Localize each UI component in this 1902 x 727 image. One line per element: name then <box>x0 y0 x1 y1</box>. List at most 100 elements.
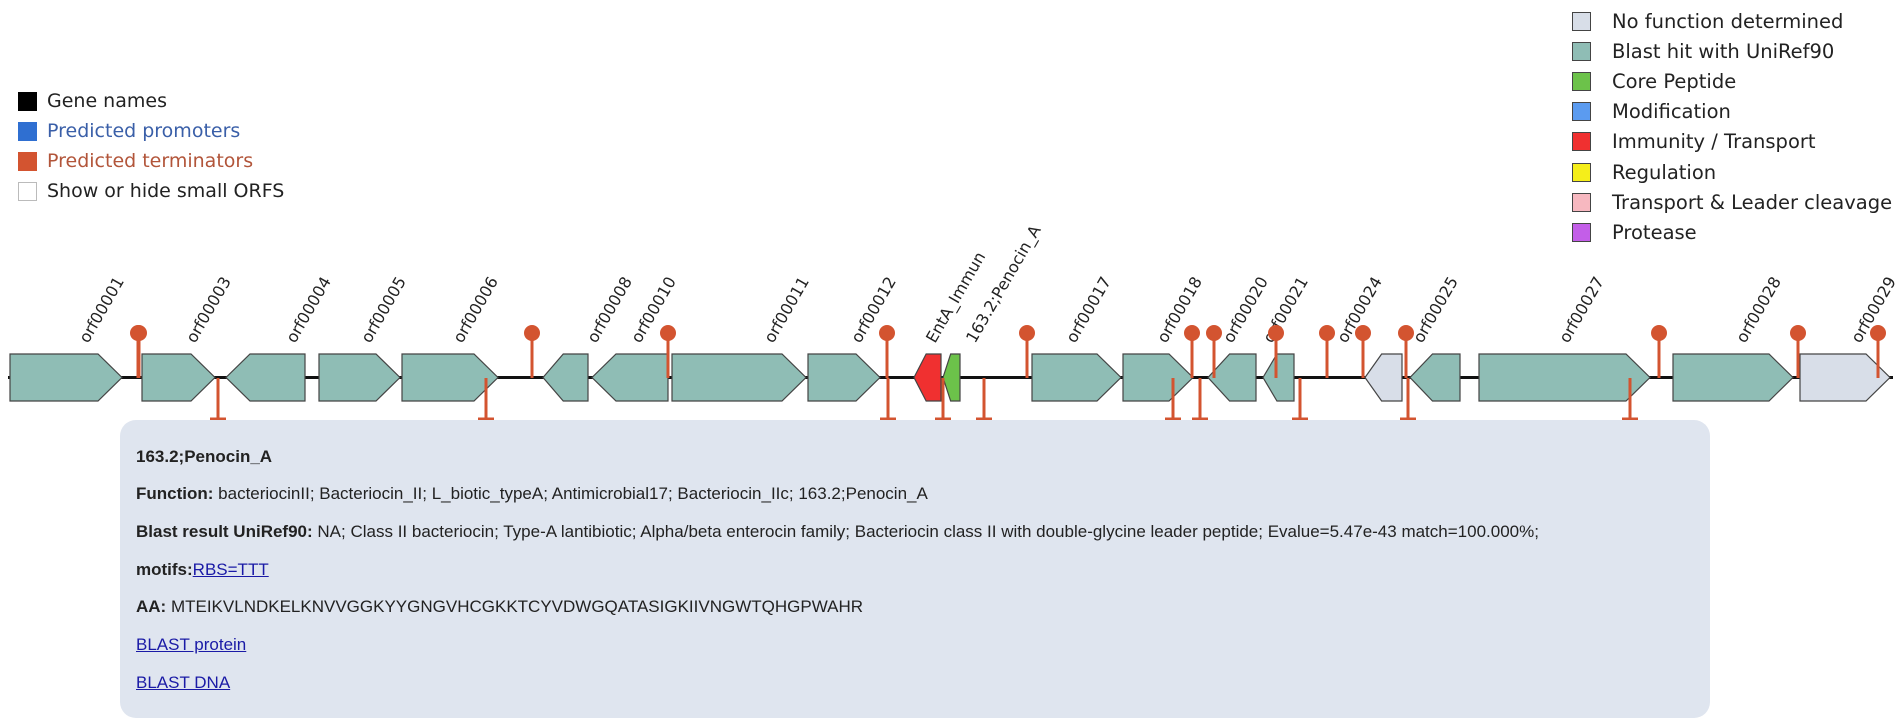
color-swatch <box>1572 71 1591 91</box>
gene-arrow[interactable] <box>942 353 961 402</box>
gene-name-label: orf00025 <box>1409 273 1462 346</box>
gene-name-label: orf00027 <box>1555 273 1608 346</box>
gene-arrow[interactable] <box>1478 353 1651 402</box>
legend-label: Show or hide small ORFS <box>47 180 285 202</box>
gene-arrow[interactable] <box>542 353 589 402</box>
terminator-head[interactable] <box>1184 325 1200 341</box>
legend-label: Regulation <box>1612 160 1717 184</box>
terminator-head[interactable] <box>1206 325 1222 341</box>
legend-label: Protease <box>1612 220 1697 244</box>
gene-arrow[interactable] <box>318 353 401 402</box>
gene-arrow[interactable] <box>1799 353 1891 402</box>
gene-arrow[interactable] <box>1207 353 1257 402</box>
legend-show-hide-small-orfs[interactable]: Show or hide small ORFS <box>18 176 284 206</box>
gene-arrow[interactable] <box>225 353 306 402</box>
legend-right-item: Modification <box>1572 97 1892 127</box>
legend-label: Predicted terminators <box>47 150 254 172</box>
color-swatch <box>1572 132 1591 152</box>
blast-label: Blast result UniRef90: <box>136 522 313 541</box>
legend-predicted-promoters[interactable]: Predicted promoters <box>18 116 284 146</box>
popup-function-row: Function: bacteriocinII; Bacteriocin_II;… <box>136 484 928 504</box>
gene-name-label: orf00006 <box>449 273 502 346</box>
aa-value: MTEIKVLNDKELKNVVGGKYYGNGVHCGKKTCYVDWGQAT… <box>170 597 864 616</box>
terminator-head[interactable] <box>1398 325 1414 341</box>
promoters-swatch <box>18 121 37 141</box>
gene-arrow[interactable] <box>807 353 881 402</box>
terminator-head[interactable] <box>1268 325 1284 341</box>
popup-aa-row: AA: MTEIKVLNDKELKNVVGGKYYGNGVHCGKKTCYVDW… <box>136 597 863 617</box>
legend-label: Immunity / Transport <box>1612 130 1816 154</box>
gene-arrow[interactable] <box>1031 353 1122 402</box>
legend-right-item: No function determined <box>1572 6 1892 36</box>
gene-arrow[interactable] <box>9 353 123 402</box>
gene-name-label: orf00028 <box>1732 273 1785 346</box>
legend-predicted-terminators[interactable]: Predicted terminators <box>18 146 284 176</box>
legend-label: Gene names <box>47 90 167 112</box>
gene-name-label: orf00003 <box>182 273 235 346</box>
color-swatch <box>1572 192 1591 212</box>
gene-name-label: orf00017 <box>1062 273 1115 346</box>
gene-arrow[interactable] <box>1364 353 1403 402</box>
legend-right-item: Blast hit with UniRef90 <box>1572 36 1892 66</box>
terminator-head[interactable] <box>1319 325 1335 341</box>
gene-arrow[interactable] <box>1672 353 1794 402</box>
legend-right-item: Protease <box>1572 217 1892 247</box>
color-swatch <box>1572 11 1591 31</box>
legend-right-item: Core Peptide <box>1572 66 1892 96</box>
legend-label: Core Peptide <box>1612 69 1737 93</box>
gene-name-label: orf00001 <box>75 273 128 346</box>
gene-arrow[interactable] <box>1122 353 1194 402</box>
gene-arrow[interactable] <box>1262 353 1295 402</box>
legend-label: Blast hit with UniRef90 <box>1612 39 1835 63</box>
legend-label: Transport & Leader cleavage <box>1612 190 1893 214</box>
motif-link[interactable]: RBS=TTT <box>192 560 269 579</box>
small-orfs-checkbox[interactable] <box>18 181 37 201</box>
popup-blast-protein-row: BLAST protein <box>136 635 246 655</box>
gene-arrow[interactable] <box>1409 353 1461 402</box>
aa-label: AA: <box>136 597 167 616</box>
gene-name-label: orf00011 <box>760 273 813 346</box>
gene-name-label: orf00004 <box>282 273 335 346</box>
popup-title: 163.2;Penocin_A <box>136 447 272 467</box>
blast-dna-link[interactable]: BLAST DNA <box>136 673 231 692</box>
gene-info-popup: 163.2;Penocin_A Function: bacteriocinII;… <box>120 420 1710 718</box>
legend-label: Modification <box>1612 100 1731 124</box>
gene-arrow[interactable] <box>913 353 942 402</box>
terminator-head[interactable] <box>131 325 147 341</box>
color-swatch <box>1572 222 1591 242</box>
popup-blast-row: Blast result UniRef90: NA; Class II bact… <box>136 522 1539 542</box>
gene-arrow[interactable] <box>591 353 669 402</box>
gene-name-label: orf00005 <box>357 273 410 346</box>
legend-label: Predicted promoters <box>47 120 241 142</box>
legend-right-item: Regulation <box>1572 157 1892 187</box>
gene-arrow[interactable] <box>401 353 499 402</box>
terminator-head[interactable] <box>879 325 895 341</box>
function-value: bacteriocinII; Bacteriocin_II; L_biotic_… <box>218 484 928 503</box>
function-label: Function: <box>136 484 214 503</box>
terminator-head[interactable] <box>1355 325 1371 341</box>
legend-right-item: Immunity / Transport <box>1572 127 1892 157</box>
gene-arrow[interactable] <box>141 353 216 402</box>
terminator-head[interactable] <box>1790 325 1806 341</box>
color-swatch <box>1572 162 1591 182</box>
color-swatch <box>1572 102 1591 122</box>
blast-value: NA; Class II bacteriocin; Type-A lantibi… <box>317 522 1539 541</box>
legend-label: No function determined <box>1612 9 1844 33</box>
legend-right-item: Transport & Leader cleavage <box>1572 187 1892 217</box>
terminator-head[interactable] <box>660 325 676 341</box>
terminator-head[interactable] <box>1019 325 1035 341</box>
terminator-head[interactable] <box>1651 325 1667 341</box>
popup-title-text: 163.2;Penocin_A <box>136 447 273 466</box>
blast-protein-link[interactable]: BLAST protein <box>136 635 247 654</box>
legend-gene-names[interactable]: Gene names <box>18 86 284 116</box>
legend-left: Gene names Predicted promoters Predicted… <box>18 86 284 206</box>
gene-names-swatch <box>18 91 37 111</box>
gene-arrow[interactable] <box>671 353 807 402</box>
terminator-head[interactable] <box>524 325 540 341</box>
terminator-head[interactable] <box>1870 325 1886 341</box>
legend-right: No function determined Blast hit with Un… <box>1572 6 1892 248</box>
motifs-label: motifs: <box>136 560 193 579</box>
popup-blast-dna-row: BLAST DNA <box>136 673 230 693</box>
popup-motifs-row: motifs:RBS=TTT <box>136 560 269 580</box>
